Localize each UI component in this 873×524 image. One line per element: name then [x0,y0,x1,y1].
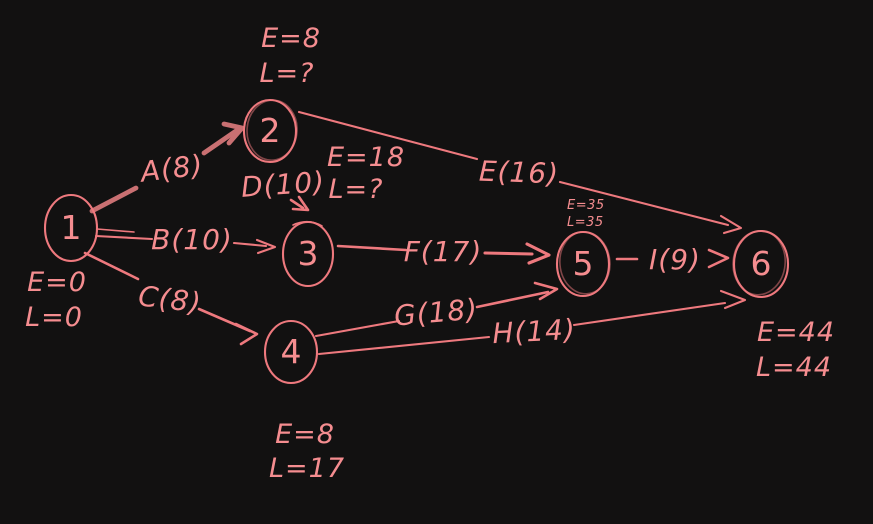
edge-E-line-1 [297,110,479,161]
node-6-number: 6 [751,244,772,283]
edge-A-line-2 [201,128,239,156]
node-6: 6 [732,229,790,299]
edge-C: C(8) [83,251,259,346]
edge-H: H(14) [317,289,747,356]
edge-B-line-3 [232,241,268,248]
edge-I: I(9) [615,243,730,276]
edge-A: A(8) [89,121,245,214]
node-1: 1 [43,193,99,263]
node-5-times: E=35 L=35 [567,198,605,230]
node-2-number: 2 [260,111,281,150]
edge-G: G(18) [314,281,559,338]
edge-C-label: C(8) [137,279,204,319]
node-5-circle-overdraw [559,231,611,295]
edge-F-label: F(17) [404,235,483,268]
node-2-times: E=8 L=? [260,23,321,89]
edge-C-line-1 [83,251,140,281]
edge-D-arrowhead [291,195,310,212]
node-3-late-label: L=? [329,174,384,205]
node-5-early-label: E=35 [567,198,605,213]
node-6-times: E=44 L=44 [756,317,835,383]
node-3-early-label: E=18 [327,142,405,173]
edge-F: F(17) [336,235,551,268]
edge-H-label: H(14) [491,313,576,350]
node-3: 3 [281,220,335,288]
edge-E-arrowhead [719,214,743,235]
node-5-number: 5 [573,244,594,283]
edge-A-arrowhead [221,121,245,146]
edge-D-label: D(10) [240,165,326,204]
edge-B-line-2 [94,234,154,241]
edge-F-arrowhead [525,242,551,265]
node-1-circle [43,193,99,263]
edge-B: B(10) [94,223,277,256]
edge-D: D(10) [240,165,326,212]
edge-I-arrowhead [707,248,730,269]
edge-G-line-1 [314,319,401,338]
node-6-early-label: E=44 [757,317,835,348]
edge-D-line-1 [289,198,305,210]
node-6-late-label: L=44 [756,352,832,383]
edge-E-line-2 [558,180,730,227]
node-4-times: E=8 L=17 [269,419,345,484]
node-3-times: E=18 L=? [327,142,405,205]
edge-A-label: A(8) [137,148,205,189]
node-5: 5 [555,230,611,298]
edge-G-arrowhead [533,281,559,301]
edge-G-label: G(18) [393,292,480,332]
edge-E-label: E(16) [478,155,559,191]
edge-B-label: B(10) [151,223,233,256]
node-6-circle-overdraw [732,230,786,296]
node-3-number: 3 [298,234,319,273]
edge-G-line-2 [475,290,550,309]
edge-C-arrowhead [234,322,259,346]
edge-H-arrowhead [719,289,747,310]
node-1-times: E=0 L=0 [25,267,87,333]
node-1-number: 1 [61,208,82,247]
node-1-early-label: E=0 [27,267,87,298]
node-2-circle-overdraw [246,99,298,161]
edge-B-arrowhead [255,238,277,255]
edge-E: E(16) [297,110,743,235]
node-4-late-label: L=17 [269,453,345,484]
edge-H-line-2 [572,301,727,327]
edge-B-line-1 [96,228,135,233]
node-3-circle-overdraw [292,220,323,227]
node-2-early-label: E=8 [261,23,321,54]
node-4-number: 4 [281,332,302,371]
edge-A-line-1 [89,185,139,214]
node-4-early-label: E=8 [275,419,335,450]
node-4: 4 [263,319,319,385]
node-4-circle [263,319,319,385]
edge-F-line-1 [336,244,408,252]
node-2-late-label: L=? [260,58,315,89]
edge-H-line-1 [317,335,491,356]
edge-I-label: I(9) [649,243,701,276]
node-1-late-label: L=0 [25,302,83,333]
node-5-late-label: L=35 [567,215,604,230]
edge-F-line-2 [483,251,534,256]
node-2: 2 [242,98,298,164]
